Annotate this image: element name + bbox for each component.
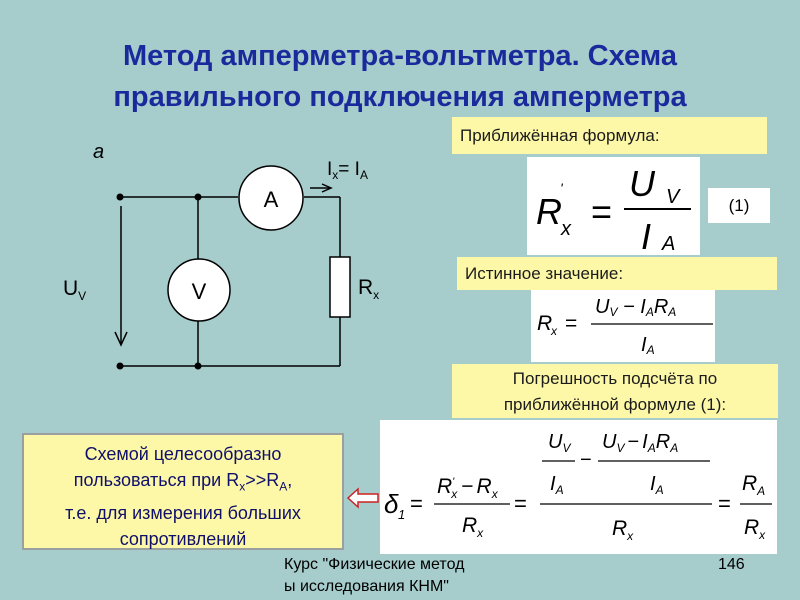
svg-text:1: 1 <box>398 507 405 522</box>
svg-text:δ: δ <box>384 489 399 519</box>
note-line-1: Схемой целесообразно <box>84 444 282 464</box>
true-formula-numerator: UV − IARA <box>595 296 676 319</box>
error-uv: UV <box>548 431 571 455</box>
error-label: Погрешность подсчёта по приближённой фор… <box>452 364 778 418</box>
node-bottom <box>194 362 202 370</box>
svg-text:': ' <box>560 180 564 196</box>
note-line-3: т.е. для измерения больших <box>65 502 301 523</box>
rx-resistor <box>329 256 351 318</box>
approx-formula-box: R ' x = U V I A <box>527 157 700 257</box>
error-term1-denominator: Rx <box>462 514 484 540</box>
ammeter-circle <box>238 165 304 231</box>
rx-label: Rx <box>358 276 379 302</box>
svg-text:I: I <box>641 216 651 255</box>
svg-text:x: x <box>550 324 558 338</box>
terminal-top-left <box>116 193 124 201</box>
true-formula-denominator: IA <box>641 334 655 357</box>
error-term2-denominator: Rx <box>612 517 634 543</box>
current-label: Ix= IA <box>327 159 368 182</box>
ammeter-label: A <box>264 187 279 212</box>
svg-text:=: = <box>591 191 612 232</box>
note-box: Схемой целесообразно пользоваться при Rx… <box>22 433 344 550</box>
page-number: 146 <box>718 556 745 573</box>
current-arrow-head <box>321 183 333 193</box>
svg-text:U: U <box>629 163 656 204</box>
title-line-1: Метод амперметра-вольтметра. Схема <box>123 40 677 72</box>
footer-line-1: Курс "Физические метод <box>284 556 465 573</box>
approx-formula: R ' x = U V I A <box>536 163 691 257</box>
slide-title: Метод амперметра-вольтметра. Схема прави… <box>0 36 800 118</box>
voltmeter-label: V <box>192 279 207 304</box>
node-top <box>194 193 202 201</box>
error-formula: δ 1 = R'x−Rx Rx = UV IA − UV−IARA IA Rx … <box>384 431 772 543</box>
footer-course: Курс "Физические метод ы исследования КН… <box>284 554 464 598</box>
true-formula: R x = UV − IARA IA <box>537 296 713 357</box>
terminal-bottom-left <box>116 362 124 370</box>
uv-label: UV <box>63 277 86 303</box>
svg-text:R: R <box>536 191 562 232</box>
svg-text:x: x <box>560 218 572 240</box>
left-arrow-icon <box>346 487 379 509</box>
true-value-label: Истинное значение: <box>457 257 777 290</box>
voltmeter-circle <box>167 258 231 322</box>
error-formula-box: δ 1 = R'x−Rx Rx = UV IA − UV−IARA IA Rx … <box>380 420 777 554</box>
true-formula-box: R x = UV − IARA IA <box>531 290 715 362</box>
footer-line-2: ы исследования КНМ" <box>284 578 449 595</box>
svg-text:=: = <box>718 491 731 516</box>
svg-text:A: A <box>661 233 675 255</box>
approx-formula-label: Приближённая формула: <box>452 117 767 154</box>
svg-text:V: V <box>666 186 681 208</box>
error-ia: IA <box>550 473 564 497</box>
error-term1-numerator: R'x−Rx <box>437 475 499 501</box>
error-result-numerator: RA <box>742 472 765 498</box>
error-result-denominator: Rx <box>744 516 766 542</box>
error-sub-numerator: UV−IARA <box>602 431 678 455</box>
svg-text:=: = <box>410 491 423 516</box>
note-line-4: сопротивлений <box>119 528 247 549</box>
formula-number: (1) <box>708 188 770 223</box>
error-label-line-2: приближённой формуле (1): <box>503 395 727 414</box>
error-label-line-1: Погрешность подсчёта по <box>512 369 718 388</box>
svg-text:=: = <box>565 312 577 335</box>
uv-arrow-head <box>114 331 128 347</box>
node-a-label: а <box>93 141 104 163</box>
title-line-2: правильного подключения амперметра <box>113 81 687 113</box>
error-sub-denominator: IA <box>650 473 664 497</box>
svg-text:=: = <box>514 491 527 516</box>
svg-text:R: R <box>537 312 552 335</box>
note-line-2: пользоваться при Rx>>RA, <box>73 470 293 494</box>
svg-text:−: − <box>580 449 592 471</box>
